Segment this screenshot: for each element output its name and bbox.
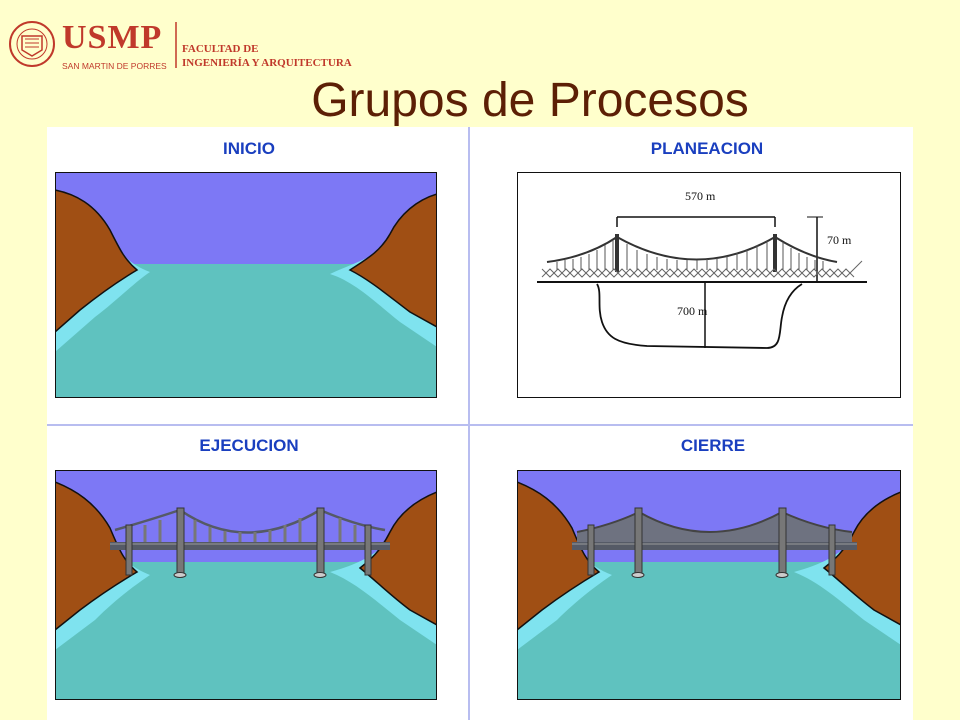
university-seal-icon (9, 21, 55, 67)
inicio-scene (55, 172, 437, 398)
panel-label-inicio: INICIO (223, 139, 275, 158)
planeacion-diagram: 570 m 70 m 700 m (517, 172, 901, 398)
panel-label-planeacion: PLANEACION (650, 139, 764, 158)
usmp-logo: USMP SAN MARTIN DE PORRES FACULTAD DE IN… (8, 8, 368, 80)
span-label: 570 m (685, 189, 716, 203)
panel-label-ejecucion: EJECUCION (199, 436, 299, 455)
horizontal-divider (47, 424, 913, 426)
ejecucion-scene (55, 470, 437, 700)
faculty-line-2: INGENIERÍA Y ARQUITECTURA (182, 57, 352, 69)
logo-word: USMP (62, 19, 162, 56)
height-label: 70 m (827, 233, 852, 247)
faculty-line-1: FACULTAD DE (182, 43, 259, 55)
cierre-scene (517, 470, 901, 700)
panel-label-cierre: CIERRE (680, 436, 746, 455)
depth-label: 700 m (677, 304, 708, 318)
process-groups-figure: INICIO PLANEACION 570 m 70 m (47, 127, 913, 720)
slide-title: Grupos de Procesos (311, 74, 749, 127)
logo-subtitle: SAN MARTIN DE PORRES (62, 61, 167, 71)
vertical-divider (468, 127, 470, 720)
